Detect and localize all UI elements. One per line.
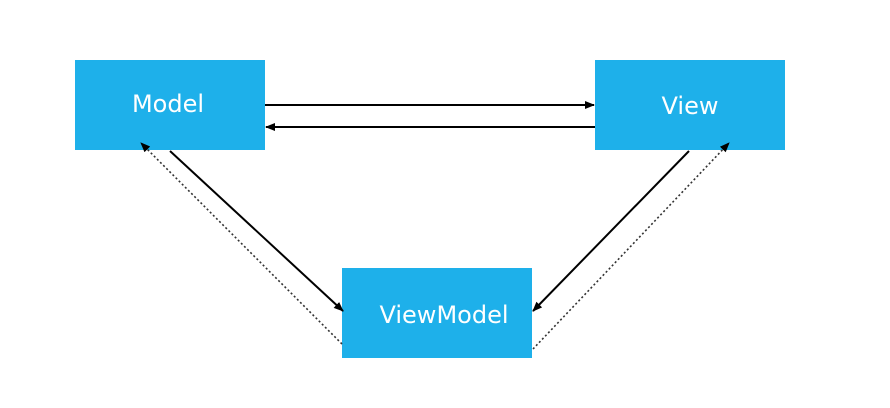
viewmodel-node: ViewModel (342, 268, 532, 358)
view-box (595, 60, 785, 150)
model-box (75, 60, 265, 150)
model-label: Model (132, 90, 204, 118)
arrow-model-to-viewmodel (169, 150, 344, 312)
arrow-view-to-viewmodel (532, 150, 690, 312)
view-label: View (662, 92, 719, 120)
viewmodel-label: ViewModel (379, 301, 508, 329)
arrow-viewmodel-to-model (140, 142, 343, 345)
viewmodel-box (342, 268, 532, 358)
model-node: Model (75, 60, 265, 150)
arrow-viewmodel-to-view (532, 142, 730, 350)
view-node: View (595, 60, 785, 150)
